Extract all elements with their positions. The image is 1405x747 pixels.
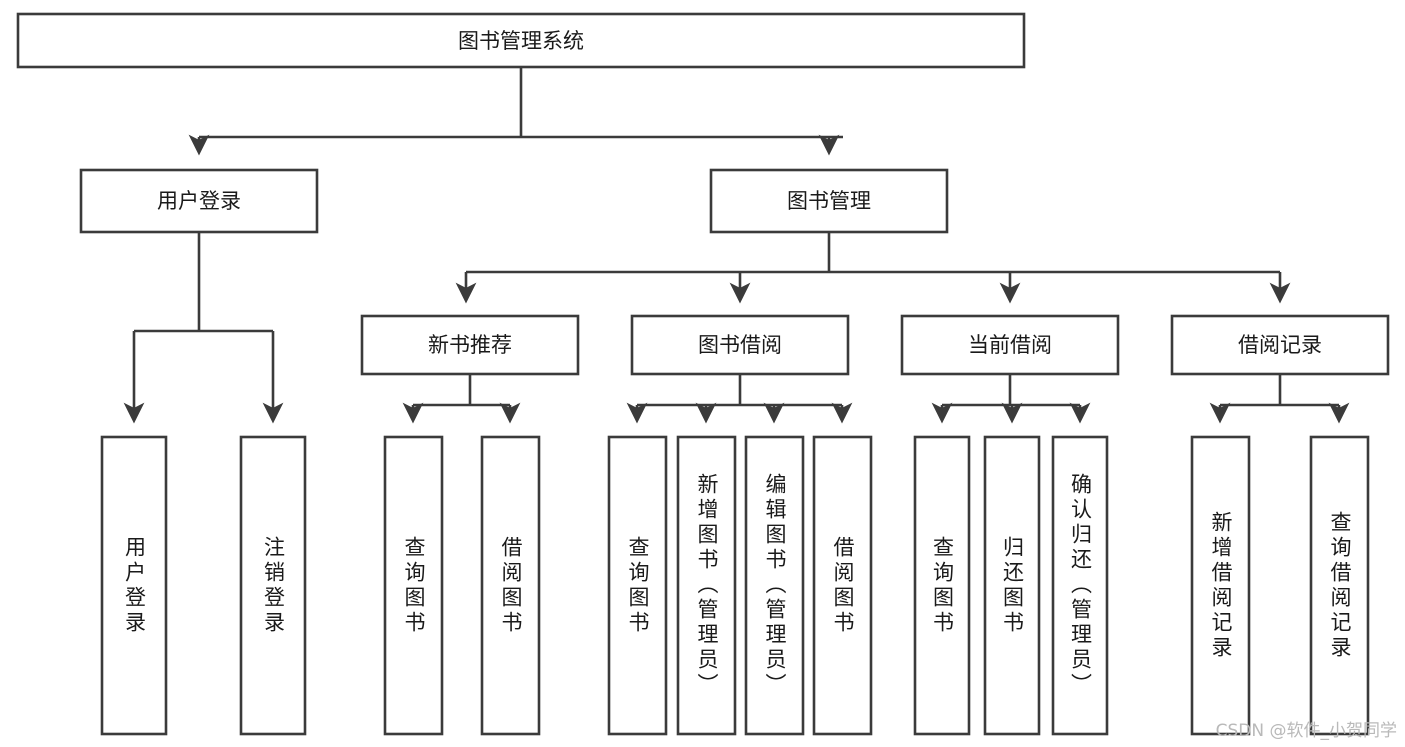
node-user-login-label: 用户登录 [157, 189, 241, 213]
connector-bookmgmt-to-level3 [455, 232, 1291, 304]
leaf-box-borrow-book[interactable] [812, 435, 873, 736]
leaf-box-query-book-recommend[interactable] [383, 435, 444, 736]
node-current-borrow-label: 当前借阅 [968, 333, 1052, 357]
leaf-box-add-book-admin[interactable] [676, 435, 737, 736]
connector-userlogin-to-leaves [123, 232, 284, 424]
leaf-box-logout[interactable] [239, 435, 307, 736]
node-borrow-records-label: 借阅记录 [1238, 333, 1322, 357]
leaf-box-add-borrow-record[interactable] [1190, 435, 1251, 736]
connector-newbook-to-leaves [402, 374, 521, 424]
connector-records-to-leaves [1209, 374, 1350, 424]
connector-borrow-to-leaves [626, 374, 853, 424]
node-borrow-records[interactable] [1170, 314, 1390, 376]
leaf-box-query-borrow-record[interactable] [1309, 435, 1370, 736]
csdn-watermark: CSDN @软件_小贺同学 [1215, 721, 1397, 741]
leaf-box-query-book-borrow[interactable] [607, 435, 668, 736]
leaf-box-edit-book-admin[interactable] [744, 435, 805, 736]
node-current-borrow[interactable] [900, 314, 1120, 376]
node-book-borrow[interactable] [630, 314, 850, 376]
connector-root-to-level2 [188, 67, 843, 156]
node-user-login[interactable] [79, 168, 319, 234]
node-new-book-recommend[interactable] [360, 314, 580, 376]
leaf-box-query-book-current[interactable] [913, 435, 971, 736]
connector-current-to-leaves [931, 374, 1091, 424]
leaf-box-return-book[interactable] [983, 435, 1041, 736]
node-book-borrow-label: 图书借阅 [698, 333, 782, 357]
node-new-book-recommend-label: 新书推荐 [428, 333, 512, 357]
leaf-box-user-login[interactable] [100, 435, 168, 736]
leaf-box-borrow-book-recommend[interactable] [480, 435, 541, 736]
node-book-management[interactable] [709, 168, 949, 234]
node-root-label: 图书管理系统 [458, 29, 584, 53]
leaf-box-confirm-return-admin[interactable] [1051, 435, 1109, 736]
node-root[interactable] [16, 12, 1026, 69]
node-book-management-label: 图书管理 [787, 189, 871, 213]
